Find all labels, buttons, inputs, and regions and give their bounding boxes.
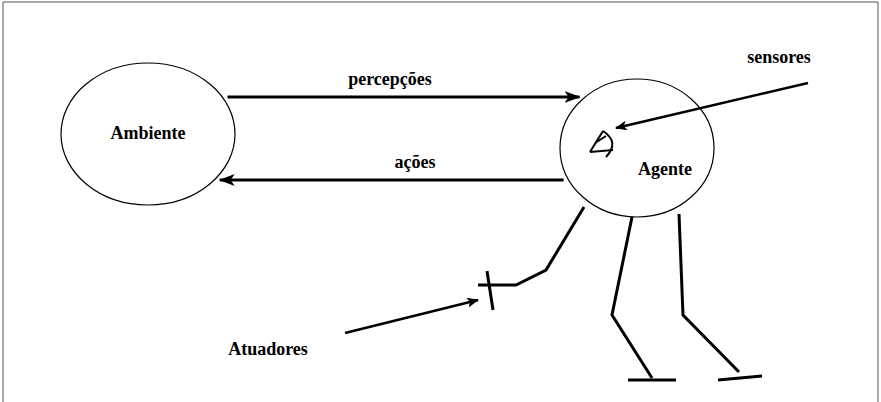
edge-label: ações (393, 153, 438, 173)
sensor-leader (616, 83, 808, 128)
node-label: Ambiente (111, 124, 186, 144)
frame (3, 2, 878, 402)
ellipse-outline (559, 78, 715, 218)
node-label: Agente (638, 160, 692, 180)
actuator-arm (478, 207, 584, 310)
ellipse-node: Agente (559, 78, 715, 218)
sensor-label: sensores (745, 48, 813, 68)
arrow-connector (220, 179, 564, 182)
sensor-eye (590, 131, 613, 157)
ellipse-node: Ambiente (60, 62, 236, 206)
actuator-label: Atuadores (226, 340, 310, 360)
agent-legs (612, 214, 762, 380)
edge-label: percepções (346, 70, 434, 90)
actuator-leader (345, 300, 478, 333)
arrow-connector (227, 96, 579, 99)
